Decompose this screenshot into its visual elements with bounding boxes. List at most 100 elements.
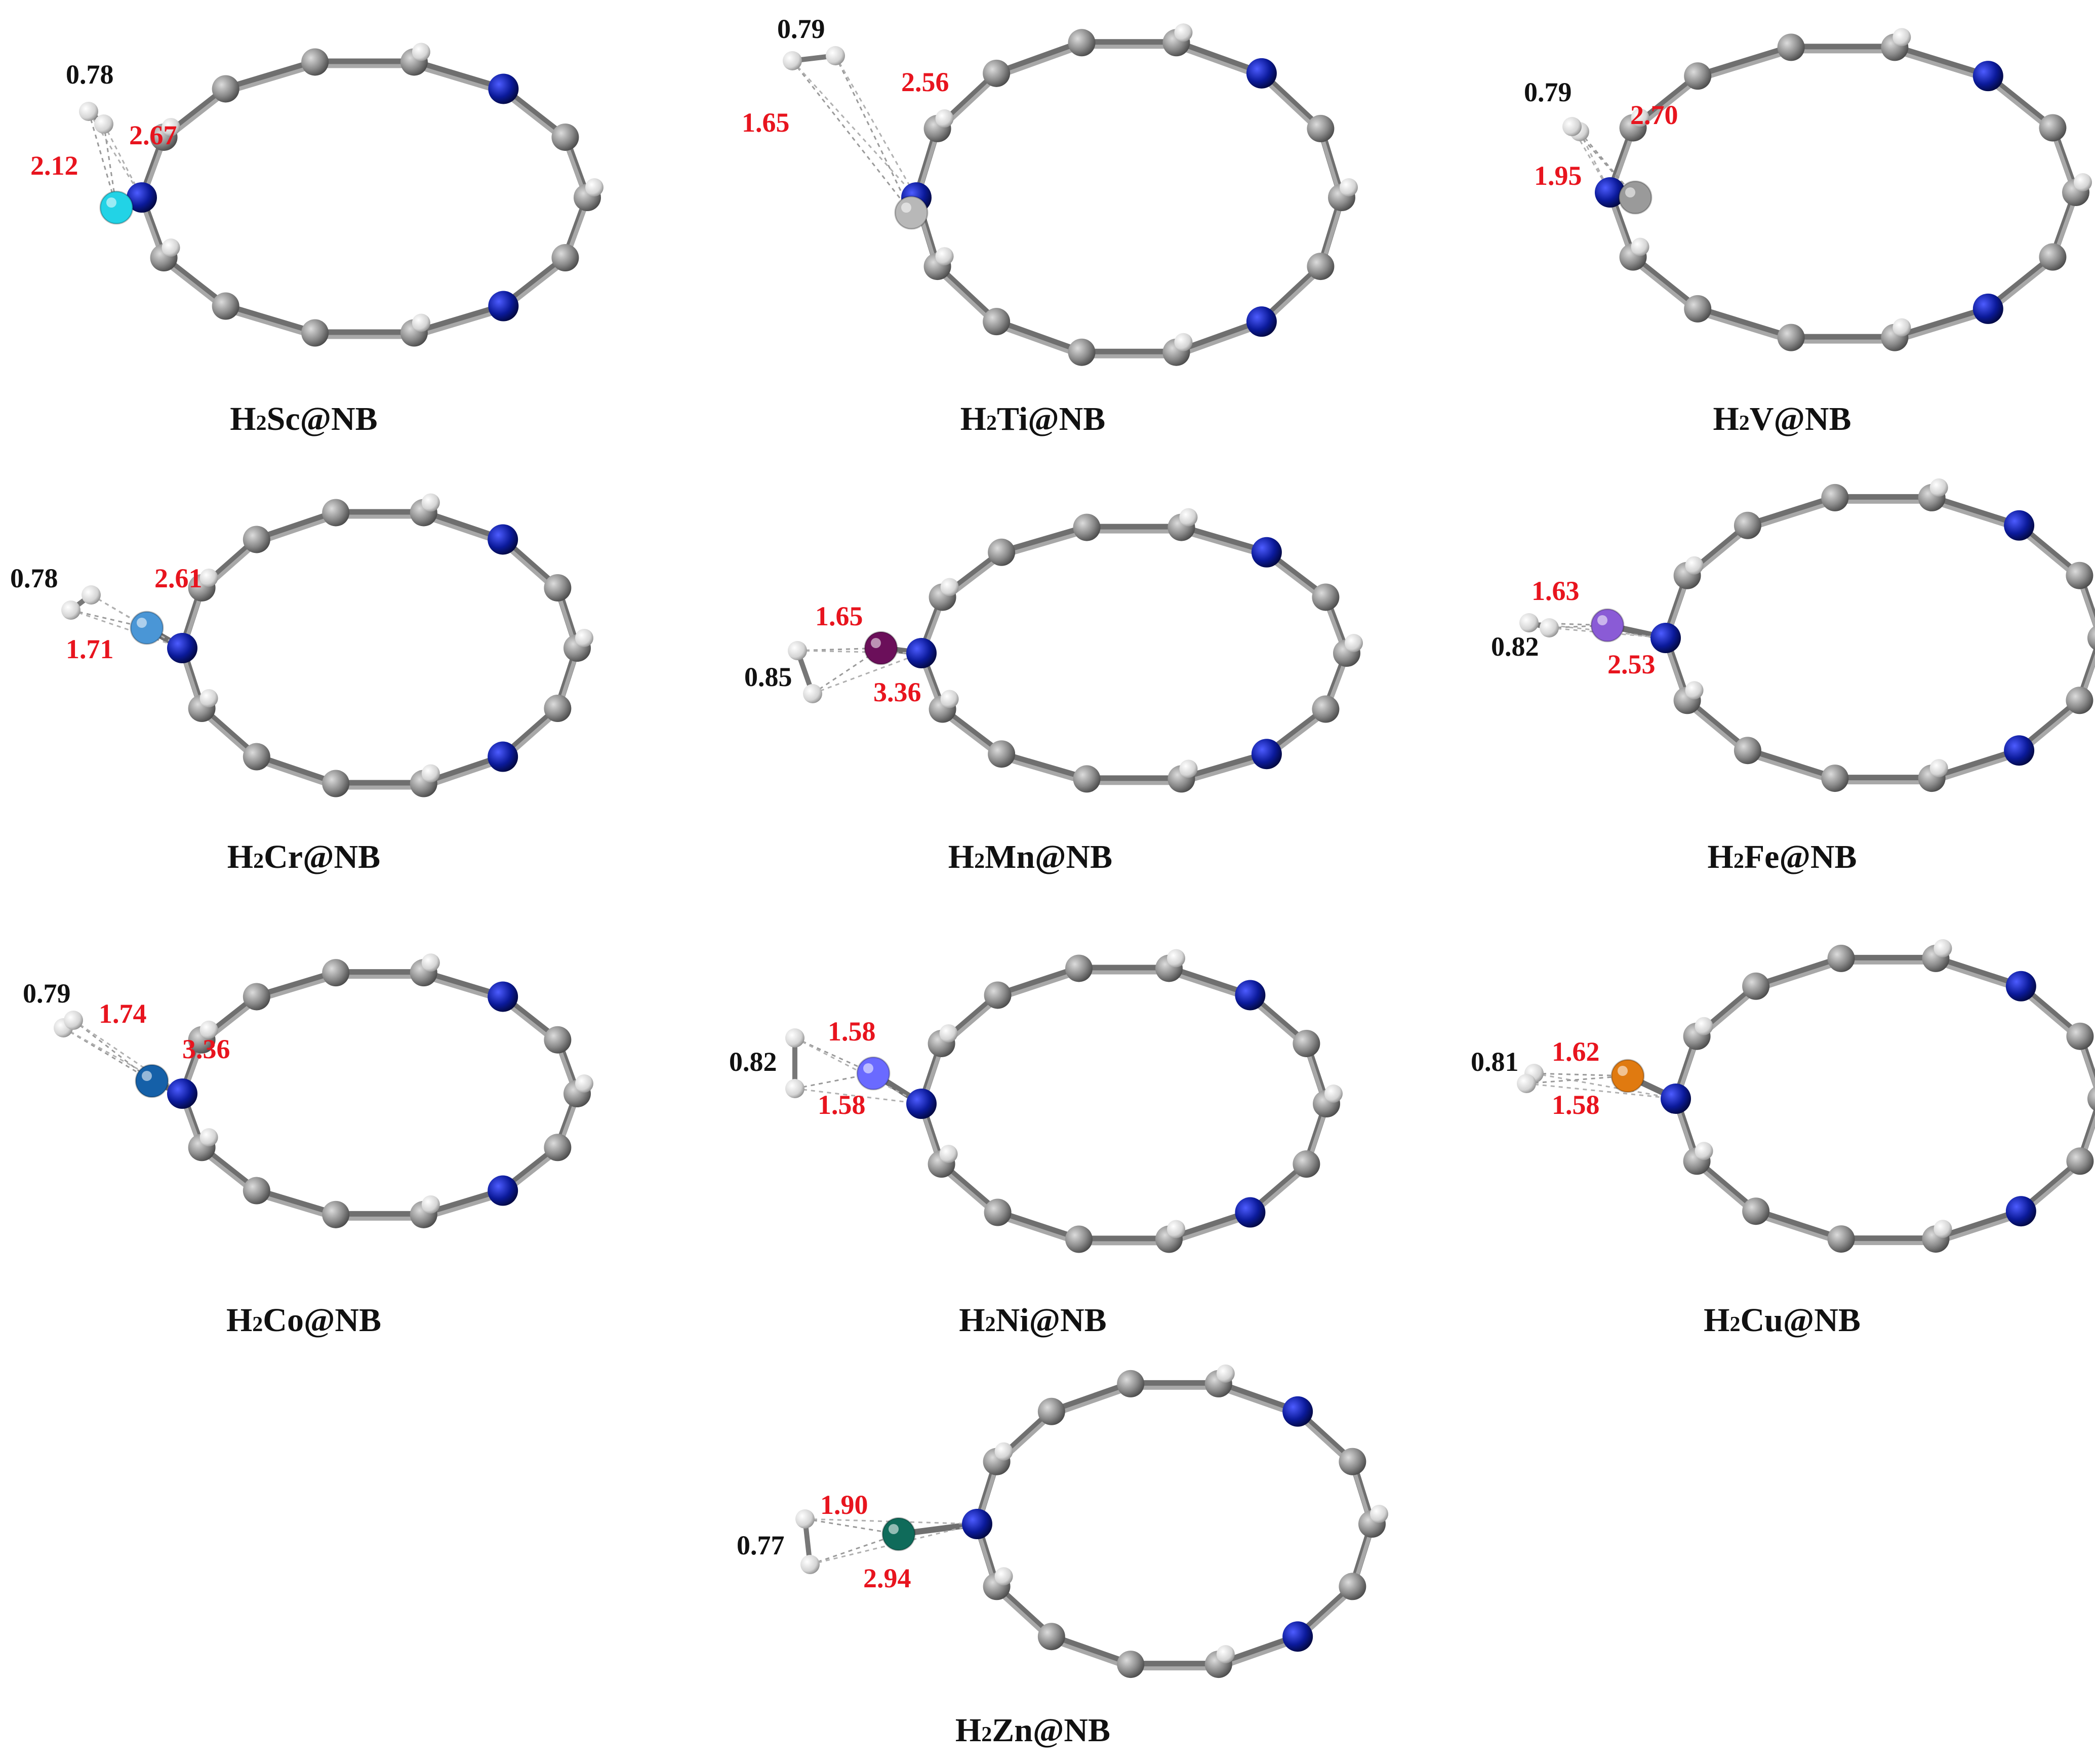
metal-atom-v bbox=[1618, 180, 1653, 215]
carbon-atom bbox=[988, 740, 1016, 768]
ring-hydrogen-atom bbox=[940, 578, 959, 596]
caption-sub: 2 bbox=[1739, 412, 1750, 435]
metal-atom-mn bbox=[864, 631, 898, 665]
ring-hydrogen-atom bbox=[1695, 1017, 1713, 1035]
nitrogen-atom bbox=[127, 182, 157, 213]
carbon-atom bbox=[1821, 765, 1849, 792]
metal-atom-highlight bbox=[889, 1524, 899, 1534]
caption-sub: 2 bbox=[1729, 1313, 1741, 1336]
ring-bond bbox=[253, 1187, 340, 1218]
ring-bond-shadow bbox=[1745, 752, 1837, 785]
ring-bond bbox=[1928, 747, 2023, 782]
carbon-atom bbox=[1827, 1225, 1855, 1253]
hydrogen-atom bbox=[803, 684, 822, 703]
caption-h: H bbox=[230, 400, 256, 437]
ring-hydrogen-atom bbox=[421, 764, 440, 783]
nitrogen-atom bbox=[1595, 177, 1625, 208]
nitrogen-atom bbox=[1972, 61, 2003, 92]
label-d2: 2.70 bbox=[1630, 100, 1678, 130]
hydrogen-atom bbox=[1540, 618, 1559, 637]
contact-line bbox=[834, 55, 912, 213]
ring-bond-shadow bbox=[999, 756, 1089, 785]
caption-rest: Cr@NB bbox=[264, 838, 381, 875]
label-d2: 2.94 bbox=[863, 1563, 911, 1593]
ring-bond-shadow bbox=[1179, 756, 1269, 785]
ring-bond bbox=[1744, 494, 1839, 529]
ring-hydrogen-atom bbox=[421, 493, 440, 512]
label-d2: 2.56 bbox=[901, 67, 949, 97]
carbon-atom bbox=[2066, 687, 2093, 714]
metal-atom-highlight bbox=[901, 203, 911, 213]
ring-hydrogen-atom bbox=[412, 43, 430, 61]
ring-hydrogen-atom bbox=[421, 1195, 440, 1214]
carbon-atom bbox=[301, 319, 329, 347]
label-d1: 1.71 bbox=[66, 634, 114, 664]
caption-cu: H2Cu@NB bbox=[1529, 1301, 2035, 1340]
ring-hydrogen-atom bbox=[199, 689, 218, 708]
label-hh: 0.79 bbox=[777, 14, 825, 44]
hydrogen-atom bbox=[1517, 1074, 1536, 1093]
carbon-atom bbox=[243, 526, 270, 553]
ring-bond bbox=[410, 302, 507, 337]
caption-h: H bbox=[960, 400, 987, 437]
metal-atom-ni bbox=[856, 1056, 891, 1091]
carbon-atom bbox=[2066, 562, 2093, 589]
label-d1: 1.58 bbox=[828, 1016, 876, 1047]
ring-bond bbox=[998, 524, 1091, 556]
carbon-atom bbox=[2066, 1147, 2094, 1175]
carbon-atom bbox=[322, 959, 350, 987]
ring-hydrogen-atom bbox=[939, 1145, 958, 1164]
caption-sub: 2 bbox=[986, 412, 997, 435]
ring-bond-shadow bbox=[1892, 310, 1990, 344]
contact-line bbox=[794, 1037, 874, 1074]
caption-fe: H2Fe@NB bbox=[1529, 838, 2035, 876]
ring-bond-shadow bbox=[1745, 499, 1837, 532]
carbon-atom bbox=[1821, 484, 1849, 511]
ring-bond bbox=[1752, 954, 1845, 990]
metal-atom-highlight bbox=[106, 197, 116, 208]
caption-rest: Ni@NB bbox=[995, 1302, 1107, 1339]
caption-h: H bbox=[1707, 838, 1734, 875]
carbon-atom bbox=[1742, 972, 1770, 1000]
carbon-atom bbox=[1777, 324, 1805, 351]
label-d2: 2.61 bbox=[154, 563, 203, 593]
caption-sc: H2Sc@NB bbox=[51, 400, 557, 438]
nitrogen-atom bbox=[962, 1509, 992, 1539]
metal-atom-highlight bbox=[137, 618, 147, 628]
caption-h: H bbox=[1713, 400, 1739, 437]
metal-atom-highlight bbox=[142, 1071, 152, 1081]
ring-bond bbox=[253, 753, 340, 787]
carbon-atom bbox=[983, 308, 1011, 336]
label-d2: 3.36 bbox=[182, 1034, 230, 1064]
nitrogen-atom bbox=[1235, 980, 1266, 1011]
carbon-atom bbox=[243, 743, 270, 771]
caption-sub: 2 bbox=[974, 850, 985, 873]
nitrogen-atom bbox=[167, 633, 197, 663]
ring-bond-shadow bbox=[223, 64, 317, 95]
label-hh: 0.82 bbox=[729, 1047, 777, 1077]
ring-hydrogen-atom bbox=[199, 1020, 218, 1039]
nitrogen-atom bbox=[488, 73, 519, 104]
ring-bond bbox=[993, 318, 1085, 356]
carbon-atom bbox=[1827, 944, 1855, 972]
caption-zn: H2Zn@NB bbox=[780, 1711, 1286, 1750]
contact-line bbox=[103, 124, 117, 208]
nitrogen-atom bbox=[1235, 1197, 1266, 1228]
ring-hydrogen-atom bbox=[1933, 1220, 1952, 1238]
carbon-atom bbox=[322, 770, 350, 797]
ring-hydrogen-atom bbox=[1345, 634, 1363, 652]
ring-hydrogen-atom bbox=[1340, 178, 1358, 196]
ring-hydrogen-atom bbox=[1892, 28, 1911, 47]
label-d2: 2.67 bbox=[129, 120, 177, 150]
molecule-cr: 0.781.712.61 bbox=[10, 493, 593, 797]
caption-sub: 2 bbox=[985, 1313, 996, 1336]
caption-rest: Mn@NB bbox=[985, 838, 1113, 875]
molecule-co: 0.791.743.36 bbox=[23, 953, 593, 1228]
ring-hydrogen-atom bbox=[2074, 173, 2092, 191]
nitrogen-atom bbox=[906, 638, 937, 668]
contact-line bbox=[1526, 1075, 1628, 1085]
label-d2: 1.58 bbox=[1552, 1090, 1600, 1120]
contact-line bbox=[1549, 624, 1608, 629]
carbon-atom bbox=[322, 499, 350, 527]
contact-line bbox=[91, 594, 183, 649]
